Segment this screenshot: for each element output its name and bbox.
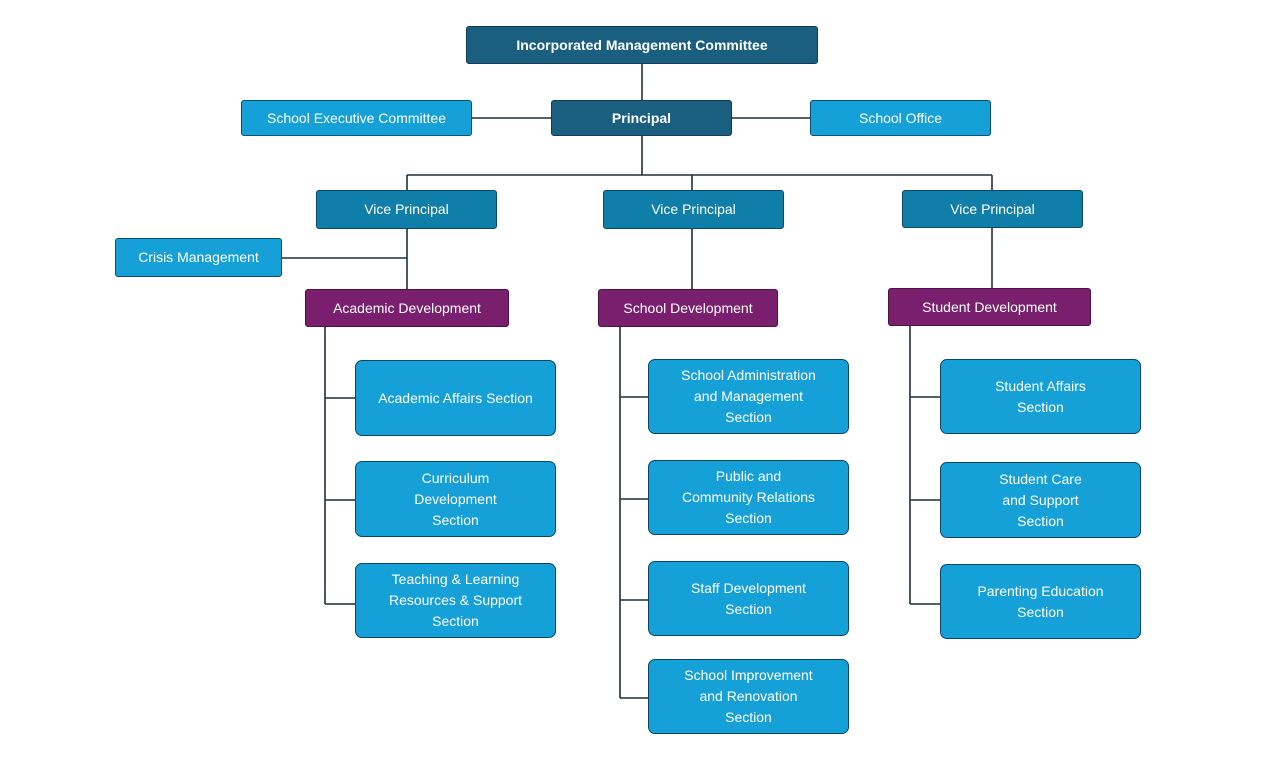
curriculum-development-section-label: Curriculum Development Section	[414, 469, 497, 528]
school-executive-committee-label: School Executive Committee	[267, 109, 446, 126]
vice-principal-center-box: Vice Principal	[603, 190, 784, 229]
school-improvement-section-label: School Improvement and Renovation Sectio…	[684, 667, 813, 725]
vice-principal-right-box: Vice Principal	[902, 190, 1083, 228]
principal-box: Principal	[551, 100, 732, 136]
vice-principal-center-label: Vice Principal	[651, 201, 736, 217]
academic-affairs-section-label: Academic Affairs Section	[378, 389, 533, 406]
academic-affairs-section-box: Academic Affairs Section	[355, 360, 556, 436]
parenting-education-section-box: Parenting Education Section	[940, 564, 1141, 639]
school-development-box: School Development	[598, 289, 778, 327]
academic-development-box: Academic Development	[305, 289, 509, 327]
school-improvement-section-box: School Improvement and Renovation Sectio…	[648, 659, 849, 734]
crisis-management-label: Crisis Management	[138, 249, 259, 265]
curriculum-development-section-box: Curriculum Development Section	[355, 461, 556, 537]
vice-principal-right-label: Vice Principal	[950, 200, 1035, 217]
vice-principal-left-label: Vice Principal	[364, 201, 449, 217]
school-office-label: School Office	[858, 109, 942, 126]
school-administration-section-box: School Administration and Management Sec…	[648, 359, 849, 434]
school-development-label: School Development	[623, 299, 753, 316]
teaching-learning-section-label: Teaching & Learning Resources & Support …	[388, 571, 523, 629]
student-development-box: Student Development	[888, 288, 1091, 326]
staff-development-section-box: Staff Development Section	[648, 561, 849, 636]
incorporated-management-committee-label: Incorporated Management Committee	[516, 36, 768, 53]
student-care-support-section-box: Student Care and Support Section	[940, 462, 1141, 538]
teaching-learning-section-box: Teaching & Learning Resources & Support …	[355, 563, 556, 638]
parenting-education-section-label: Parenting Education Section	[977, 582, 1104, 620]
student-development-label: Student Development	[922, 298, 1057, 315]
staff-development-section-label: Staff Development Section	[691, 579, 806, 617]
public-community-relations-section-box: Public and Community Relations Section	[648, 460, 849, 535]
public-community-relations-section-label: Public and Community Relations Section	[681, 468, 816, 526]
crisis-management-box: Crisis Management	[115, 238, 282, 277]
school-executive-committee-box: School Executive Committee	[241, 100, 472, 136]
student-affairs-section-box: Student Affairs Section	[940, 359, 1141, 434]
school-administration-section-label: School Administration and Management Sec…	[681, 367, 816, 425]
student-care-support-section-label: Student Care and Support Section	[999, 470, 1082, 529]
vice-principal-left-box: Vice Principal	[316, 190, 497, 229]
school-office-box: School Office	[810, 100, 991, 136]
academic-development-label: Academic Development	[333, 299, 481, 316]
student-affairs-section-label: Student Affairs Section	[995, 377, 1086, 415]
incorporated-management-committee-box: Incorporated Management Committee	[466, 26, 818, 64]
principal-label: Principal	[611, 109, 672, 126]
